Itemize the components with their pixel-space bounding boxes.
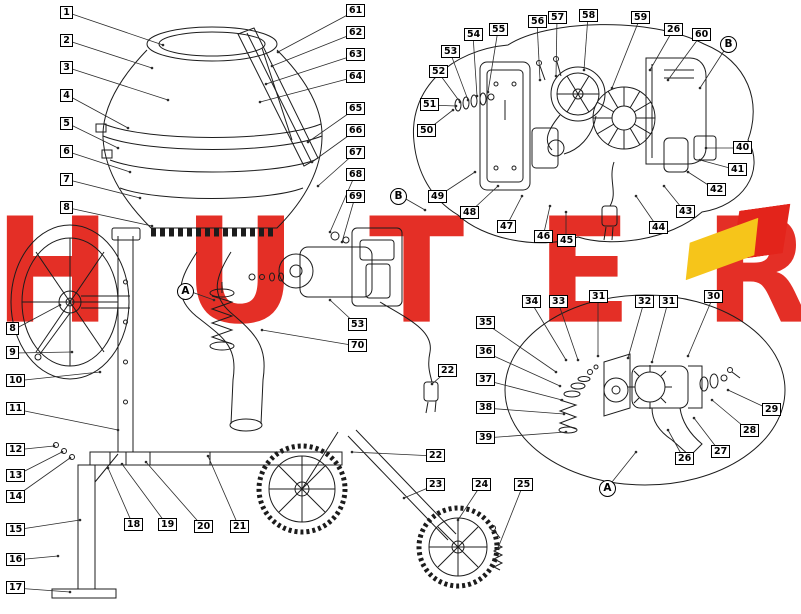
belt-pulley xyxy=(546,66,606,157)
detail-power-plug xyxy=(601,161,618,241)
detail-spring-stack xyxy=(558,364,599,434)
motor-assembly-detail-view xyxy=(412,24,755,244)
motor-cluster xyxy=(278,227,403,307)
discharge-chute xyxy=(180,251,265,432)
hand-wheel xyxy=(10,224,130,380)
spring-assembly xyxy=(209,272,284,351)
detail-motor xyxy=(628,365,703,409)
transport-wheels xyxy=(256,429,504,589)
main-mixer-view xyxy=(10,26,504,599)
motor-impeller xyxy=(592,86,656,150)
detail-bracket-pulley xyxy=(603,353,631,417)
detail-funnel xyxy=(651,367,741,457)
washer-stack xyxy=(454,56,562,112)
mount-panel xyxy=(479,61,531,191)
drive-assembly-detail-view xyxy=(504,294,786,486)
frame-stand xyxy=(51,227,343,599)
power-cord xyxy=(379,301,439,414)
